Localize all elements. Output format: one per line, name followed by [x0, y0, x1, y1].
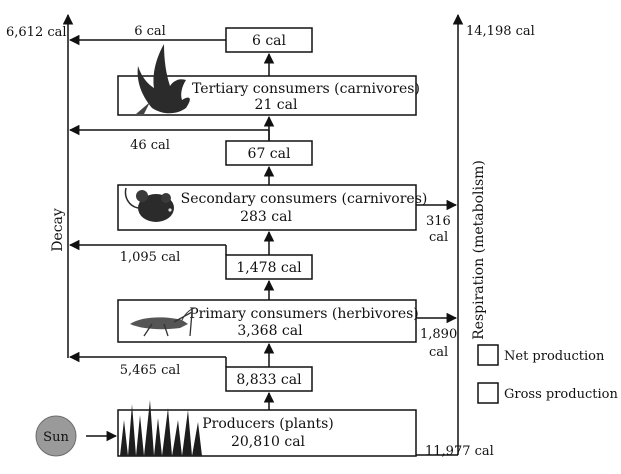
tertiary-label: Tertiary consumers (carnivores)	[192, 81, 420, 97]
respiration-secondary: 316	[426, 214, 451, 229]
legend-net-swatch	[477, 344, 499, 366]
respiration-label: Respiration (metabolism)	[471, 160, 487, 340]
decay-label: Decay	[50, 208, 66, 252]
sun-icon	[35, 415, 77, 457]
net-secondary-value: 67 cal	[248, 146, 291, 162]
respiration-total: 14,198 cal	[466, 24, 535, 39]
legend-net-label: Net production	[504, 349, 605, 364]
secondary-value: 283 cal	[240, 209, 292, 225]
hawk-icon	[136, 44, 190, 114]
decay-from-primary: 5,465 cal	[120, 363, 181, 378]
legend-gross-label: Gross production	[504, 387, 618, 402]
producers-label: Producers (plants)	[202, 416, 334, 432]
decay-from-tertiary: 46 cal	[130, 138, 170, 153]
tertiary-value: 21 cal	[255, 97, 298, 113]
primary-label: Primary consumers (herbivores)	[189, 306, 419, 322]
decay-from-top: 6 cal	[134, 24, 166, 39]
decay-total: 6,612 cal	[6, 25, 67, 40]
respiration-primary-unit: cal	[429, 345, 448, 360]
net-secondary-box	[225, 140, 313, 166]
mouse-icon	[124, 187, 174, 222]
secondary-label: Secondary consumers (carnivores)	[181, 191, 428, 207]
top-output-value: 6 cal	[252, 33, 287, 49]
respiration-producers: 11,977 cal	[425, 444, 494, 459]
respiration-primary: 1,890	[420, 327, 457, 342]
primary-value: 3,368 cal	[237, 323, 303, 339]
grass-icon	[120, 400, 202, 456]
net-producers-value: 8,833 cal	[236, 372, 302, 388]
net-producers-box	[225, 366, 313, 392]
legend-gross-swatch	[477, 382, 499, 404]
respiration-secondary-unit: cal	[429, 230, 448, 245]
grasshopper-icon	[130, 307, 197, 337]
net-primary-box	[225, 254, 313, 280]
decay-from-secondary: 1,095 cal	[120, 250, 181, 265]
net-primary-value: 1,478 cal	[236, 260, 302, 276]
sun-label: Sun	[43, 430, 69, 445]
producers-value: 20,810 cal	[231, 434, 306, 450]
